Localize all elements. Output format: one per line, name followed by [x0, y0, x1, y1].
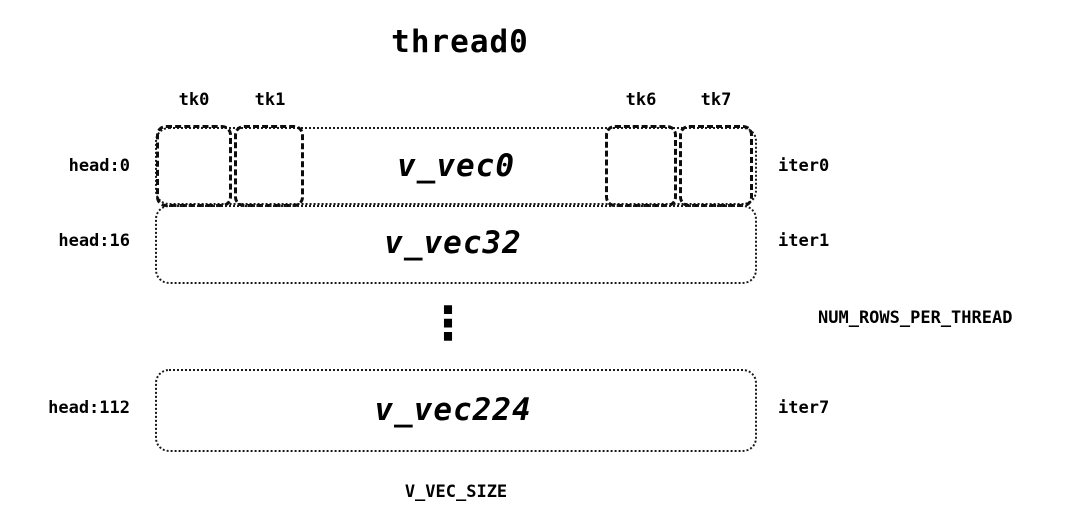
tk-cell-0	[156, 125, 232, 207]
vvec-box-iter7	[155, 369, 757, 452]
tk-cell-6	[605, 125, 677, 207]
head-label-iter1: head:16	[58, 231, 130, 251]
tk-label-1: tk1	[254, 90, 286, 110]
num-rows-per-thread-label: NUM_ROWS_PER_THREAD	[818, 308, 1013, 328]
vvec-box-iter1	[155, 205, 757, 284]
tk-cell-7	[679, 125, 753, 207]
vvec-label-iter0: v_vec0	[397, 148, 515, 184]
head-label-iter7: head:112	[48, 398, 130, 418]
v-vec-size-label: V_VEC_SIZE	[404, 482, 508, 502]
tk-label-6: tk6	[625, 90, 657, 110]
diagram-title: thread0	[391, 24, 529, 60]
vvec-label-iter7: v_vec224	[374, 392, 532, 428]
iter-label-iter0: iter0	[778, 156, 830, 176]
tk-cell-1	[234, 125, 304, 207]
iter-label-iter1: iter1	[778, 231, 830, 251]
head-label-iter0: head:0	[68, 156, 130, 176]
tk-label-7: tk7	[700, 90, 732, 110]
tk-label-0: tk0	[178, 90, 210, 110]
vertical-ellipsis: ⋮	[425, 296, 471, 350]
iter-label-iter7: iter7	[778, 398, 830, 418]
vvec-label-iter1: v_vec32	[384, 225, 522, 261]
